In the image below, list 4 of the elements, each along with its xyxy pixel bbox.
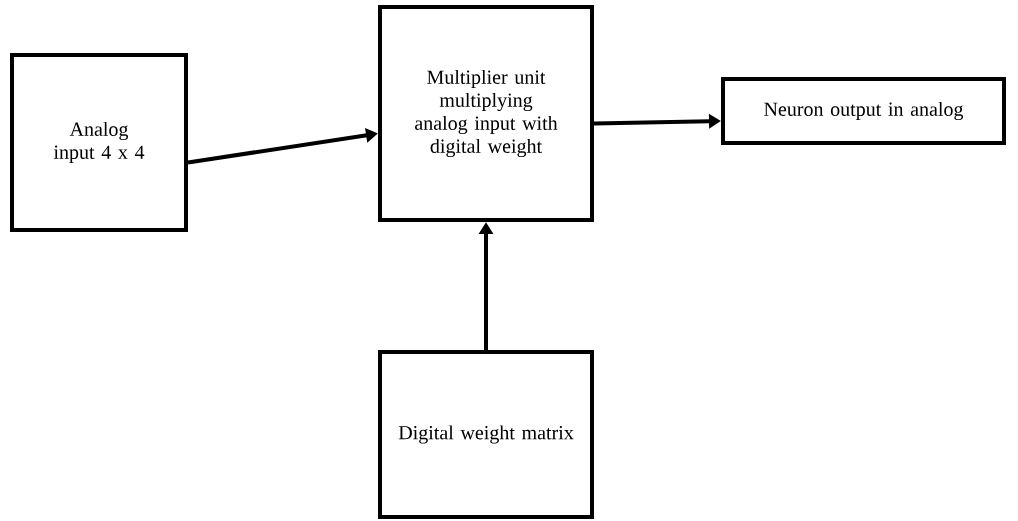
process-box: Digital weight matrix (378, 350, 594, 519)
process-box: Multiplier unit multiplying analog input with digital weight (378, 5, 594, 222)
process-box: Analog input 4 x 4 (10, 53, 188, 232)
process-box: Neuron output in analog (721, 77, 1006, 145)
